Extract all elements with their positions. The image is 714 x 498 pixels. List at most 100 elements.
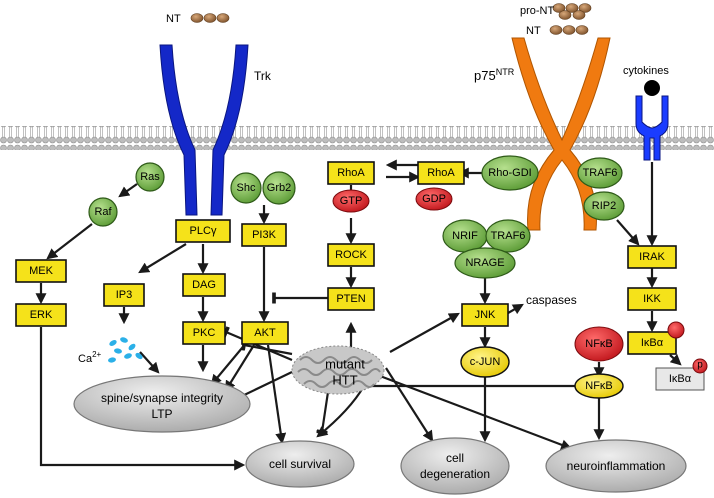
nfkb-red-node: NFκB — [574, 326, 624, 362]
shc-label: Shc — [237, 182, 256, 194]
pathway-edges — [35, 159, 682, 471]
outcome-spine-synapse: spine/synapse integrity LTP — [73, 375, 251, 433]
nt-label-left: NT — [166, 13, 181, 25]
mutant-htt-line2: HTT — [332, 373, 357, 388]
p75-label-sup: NTR — [496, 67, 515, 77]
jnk-label: JNK — [475, 309, 496, 321]
pten-box: PTEN — [327, 287, 375, 311]
nrif-label: NRIF — [452, 230, 478, 242]
calcium-label: Ca2+ — [78, 350, 102, 365]
grb2-label: Grb2 — [267, 182, 291, 194]
cell-survival-label: cell survival — [269, 457, 331, 471]
rhoa-left-label: RhoA — [337, 167, 365, 179]
nt-ligand-right — [549, 25, 589, 35]
gdp-label: GDP — [422, 193, 446, 205]
nfkb-yellow-node: NFκB — [574, 373, 624, 399]
irak-label: IRAK — [639, 251, 665, 263]
rock-box: ROCK — [327, 243, 375, 267]
cjun-node: c-JUN — [460, 346, 510, 378]
ikba-phospho-marker — [667, 321, 685, 339]
ikba-free-box: IκBα p — [655, 358, 708, 391]
outcome-cell-survival: cell survival — [245, 440, 355, 488]
calcium-dots — [108, 337, 143, 363]
ip3-box: IP3 — [103, 283, 145, 307]
nfkb-yellow-label: NFκB — [585, 380, 613, 392]
raf-node: Raf — [88, 197, 118, 227]
yellow-boxes: MEK ERK PLCγ IP3 DAG PKC PI3K AKT — [15, 161, 677, 355]
rip2-node: RIP2 — [583, 191, 625, 221]
erk-label: ERK — [30, 309, 53, 321]
raf-label: Raf — [94, 206, 112, 218]
dag-label: DAG — [192, 279, 216, 291]
erk-box: ERK — [15, 303, 67, 327]
neuroinflammation-label: neuroinflammation — [567, 459, 666, 473]
nfkb-red-label: NFκB — [585, 338, 613, 350]
pro-nt-ligand — [552, 3, 592, 20]
cjun-label: c-JUN — [470, 356, 501, 368]
gtp-label: GTP — [340, 195, 363, 207]
rho-gdi-node: Rho-GDI — [481, 155, 539, 191]
mek-box: MEK — [15, 259, 67, 283]
ikba-free-label: IκBα — [669, 373, 692, 385]
pi3k-box: PI3K — [241, 223, 287, 247]
calcium-label-sup: 2+ — [92, 350, 101, 359]
pten-label: PTEN — [336, 293, 365, 305]
traf6-top-label: TRAF6 — [583, 167, 618, 179]
nt-label-right: NT — [526, 25, 541, 37]
trk-receptor — [159, 44, 249, 216]
ikk-box: IKK — [627, 287, 677, 311]
cytokine-receptor — [635, 80, 669, 161]
spine-line2: LTP — [151, 407, 172, 421]
plcg-box: PLCγ — [175, 219, 231, 243]
gtp-node: GTP — [332, 189, 370, 213]
trk-label: Trk — [254, 69, 272, 83]
spine-line1: spine/synapse integrity — [101, 391, 223, 405]
ras-node: Ras — [135, 162, 165, 192]
ikk-label: IKK — [643, 293, 661, 305]
rho-gdi-label: Rho-GDI — [488, 167, 531, 179]
p75-label: p75NTR — [474, 67, 515, 83]
shc-node: Shc — [230, 172, 262, 204]
gdp-node: GDP — [415, 187, 453, 211]
ras-label: Ras — [140, 171, 160, 183]
cell-degen-line1: cell — [446, 451, 464, 465]
nrage-node: NRAGE — [454, 247, 516, 279]
p75-label-main: p75 — [474, 68, 496, 83]
ikba-box: IκBα — [627, 331, 677, 355]
pkc-box: PKC — [182, 321, 226, 345]
pkc-label: PKC — [193, 327, 216, 339]
pi3k-label: PI3K — [252, 229, 277, 241]
pro-nt-label: pro-NT — [520, 5, 555, 17]
calcium-label-main: Ca — [78, 353, 93, 365]
cytokines-label: cytokines — [623, 65, 669, 77]
jnk-box: JNK — [461, 303, 509, 327]
rhoa-left-box: RhoA — [327, 161, 375, 185]
mek-label: MEK — [29, 265, 54, 277]
grb2-node: Grb2 — [262, 171, 296, 205]
akt-box: AKT — [241, 321, 289, 345]
phospho-label: p — [697, 360, 703, 371]
mutant-htt-aggregate: mutant HTT — [291, 345, 385, 395]
irak-box: IRAK — [627, 245, 677, 269]
rip2-label: RIP2 — [592, 200, 616, 212]
rhoa-right-label: RhoA — [427, 167, 455, 179]
traf6-mid-node: TRAF6 — [485, 219, 531, 253]
mutant-htt-line1: mutant — [325, 357, 365, 372]
outcome-neuroinflammation: neuroinflammation — [545, 439, 687, 493]
ip3-label: IP3 — [116, 289, 133, 301]
rhoa-right-box: RhoA — [417, 161, 465, 185]
nrage-label: NRAGE — [465, 257, 504, 269]
nt-ligand-left — [190, 13, 230, 23]
dag-box: DAG — [182, 273, 226, 297]
rock-label: ROCK — [335, 249, 367, 261]
cell-membrane — [0, 126, 714, 150]
plcg-label: PLCγ — [190, 225, 217, 237]
cell-degen-line2: degeneration — [420, 467, 490, 481]
traf6-mid-label: TRAF6 — [491, 230, 526, 242]
traf6-top-node: TRAF6 — [577, 157, 623, 189]
caspases-label: caspases — [526, 293, 577, 307]
nrif-node: NRIF — [442, 219, 488, 253]
ikba-label: IκBα — [641, 337, 664, 349]
outcome-cell-degeneration: cell degeneration — [400, 437, 510, 495]
